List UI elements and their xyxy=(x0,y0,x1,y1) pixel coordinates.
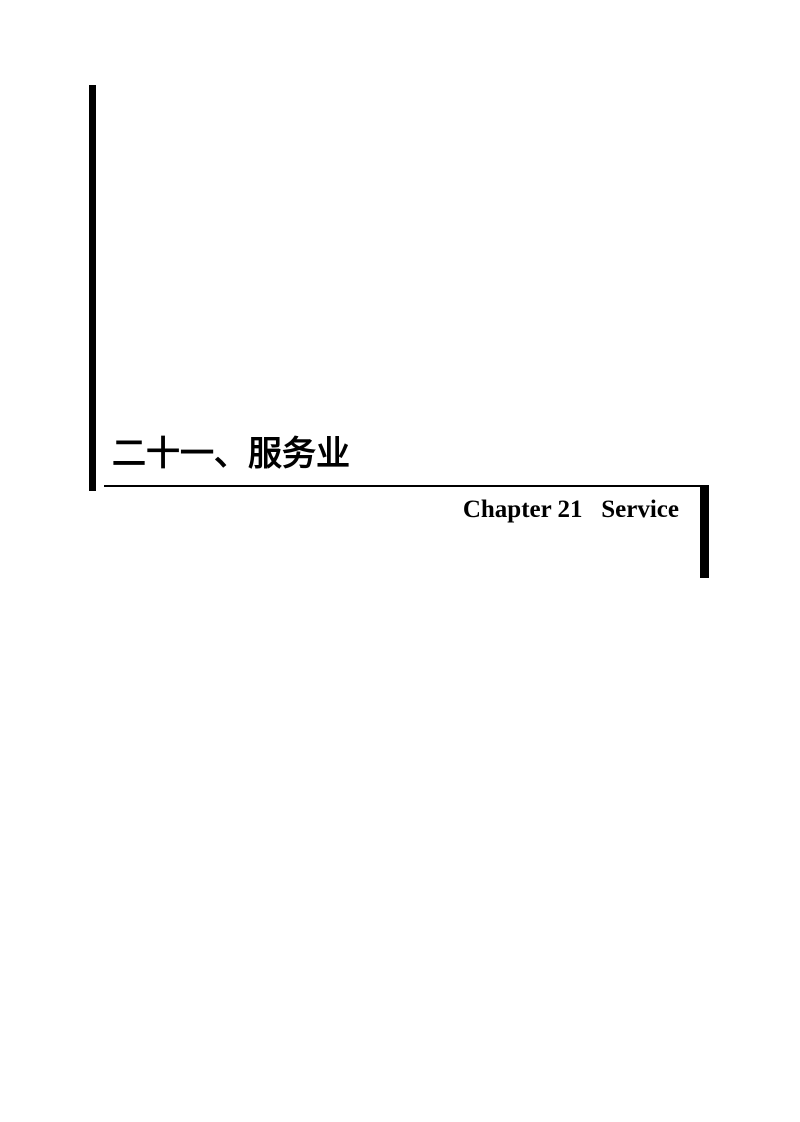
chapter-title-chinese: 二十一、服务业 xyxy=(112,434,350,474)
left-vertical-bar xyxy=(89,85,96,491)
right-vertical-bar xyxy=(700,485,709,578)
chapter-title-english: Chapter 21 Service xyxy=(462,496,679,523)
horizontal-rule xyxy=(104,485,708,487)
